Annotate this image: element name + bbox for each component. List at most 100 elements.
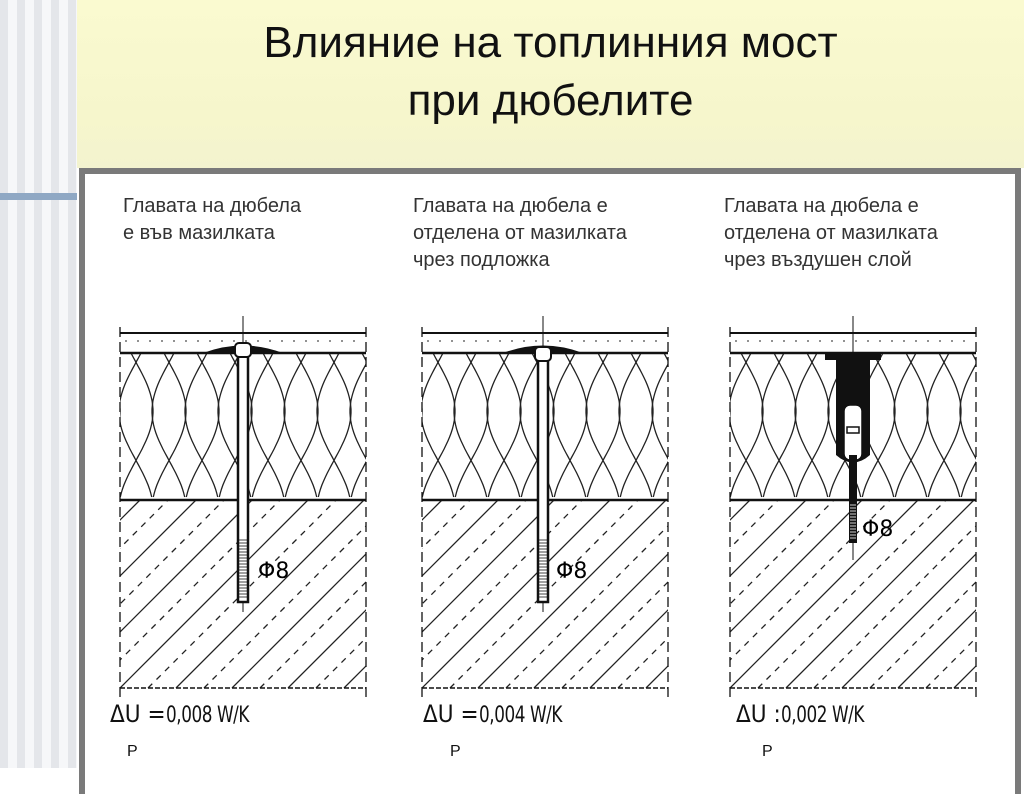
- hatch-line: [428, 500, 616, 688]
- hatch-line: [315, 637, 366, 688]
- hatch-line: [422, 500, 555, 633]
- fiber-curve: [730, 353, 763, 498]
- hatch-line: [897, 609, 976, 688]
- fiber-curve: [349, 362, 366, 460]
- plaster-dot: [607, 340, 609, 342]
- caption-line: чрез подложка: [413, 249, 550, 271]
- diameter-label-3: Φ8: [862, 517, 893, 542]
- fiber-curve: [927, 353, 962, 498]
- fiber-curve: [453, 353, 488, 498]
- hatch-line: [120, 500, 309, 688]
- fiber-curve: [861, 353, 896, 498]
- plaster-dot: [879, 340, 881, 342]
- plaster-dot: [643, 340, 645, 342]
- fiber-curve: [184, 353, 219, 498]
- hatch-line: [785, 500, 975, 688]
- hatch-line: [120, 500, 141, 521]
- fiber-curve: [795, 353, 830, 498]
- plaster-dot: [595, 340, 597, 342]
- hatch-line: [926, 500, 1024, 688]
- wall-section-1: [0, 316, 840, 700]
- hatch-line: [477, 500, 667, 688]
- fiber-curve: [762, 353, 797, 498]
- plaster-dot: [867, 340, 869, 342]
- dowel-head: [534, 346, 552, 362]
- fiber-curve: [960, 353, 976, 498]
- hatch-line: [422, 500, 443, 521]
- masonry-hatch: [730, 500, 976, 688]
- plaster-dot: [843, 340, 845, 342]
- plaster-dot: [341, 340, 343, 342]
- hatch-line: [422, 500, 471, 549]
- plaster-dot: [161, 340, 163, 342]
- hatch-line: [287, 609, 366, 688]
- plaster-dot: [903, 340, 905, 342]
- fiber-curve: [454, 353, 489, 498]
- fiber-curve: [685, 353, 718, 497]
- fiber-curve: [652, 353, 668, 498]
- screw-head: [846, 426, 860, 434]
- caption-panel-2: Главата на дюбела е отделена от мазилкат…: [413, 193, 627, 274]
- fiber-curve: [959, 362, 976, 460]
- title-line-1: Влияние на топлинния мост: [263, 18, 838, 67]
- hatch-line: [0, 500, 84, 688]
- plaster-dot: [233, 340, 235, 342]
- subscript-p-1: P: [127, 743, 138, 760]
- plaster-dot: [771, 340, 773, 342]
- plaster-dot: [137, 340, 139, 342]
- hatch-line: [505, 525, 668, 688]
- plaster-dot: [819, 340, 821, 342]
- hatch-line: [120, 500, 197, 577]
- hatch-line: [422, 500, 583, 661]
- hatch-line: [400, 500, 588, 688]
- hatch-line: [652, 500, 840, 688]
- plaster-dot: [305, 340, 307, 342]
- wall-section-3: [696, 316, 977, 700]
- fiber-curve: [651, 362, 668, 460]
- plaster-dot: [583, 340, 585, 342]
- fiber-curve: [284, 353, 319, 498]
- fiber-curve: [761, 353, 796, 498]
- caption-line: отделена от мазилката: [413, 222, 627, 244]
- fiber-curve: [696, 353, 729, 497]
- fiber-curve: [317, 353, 352, 498]
- hatch-line: [730, 500, 779, 549]
- fiber-curve: [422, 402, 423, 420]
- plaster-dot: [547, 340, 549, 342]
- fiber-curve: [250, 353, 285, 498]
- hatch-line: [120, 500, 253, 633]
- fiber-curve: [894, 353, 929, 498]
- plaster-dot: [831, 340, 833, 342]
- plaster-dot: [535, 340, 537, 342]
- slide-title: Влияние на топлинния мост при дюбелите: [77, 14, 1024, 130]
- diagram-frame: [79, 168, 1021, 794]
- diameter-label-2: Φ8: [556, 559, 587, 584]
- fiber-curve: [686, 353, 719, 497]
- masonry-hatch: [226, 500, 1024, 688]
- delta-u-symbol: ΔU: [423, 700, 454, 728]
- plaster-dot: [963, 340, 965, 342]
- hatch-line: [0, 500, 28, 688]
- plaster-dot: [197, 340, 199, 342]
- hatch-line: [757, 500, 947, 688]
- plaster-dot: [559, 340, 561, 342]
- plaster-dot: [221, 340, 223, 342]
- plaster-dot: [353, 340, 355, 342]
- fiber-curve: [553, 353, 588, 498]
- hatch-line: [730, 500, 807, 577]
- fiber-curve: [283, 353, 318, 498]
- fiber-curve: [486, 353, 521, 498]
- caption-line: Главата на дюбела: [123, 195, 302, 217]
- dowel-rod: [536, 350, 550, 604]
- plaster-dot: [209, 340, 211, 342]
- fiber-curve: [251, 353, 286, 498]
- plaster-dot: [149, 340, 151, 342]
- plaster-dot: [855, 340, 857, 342]
- hatch-line: [226, 500, 414, 688]
- plaster-dot: [427, 340, 429, 342]
- hatch-line: [596, 500, 784, 688]
- fiber-curve: [120, 353, 154, 498]
- caption-line: Главата на дюбела е: [413, 195, 608, 217]
- plaster-dot: [463, 340, 465, 342]
- hatch-line: [422, 500, 527, 605]
